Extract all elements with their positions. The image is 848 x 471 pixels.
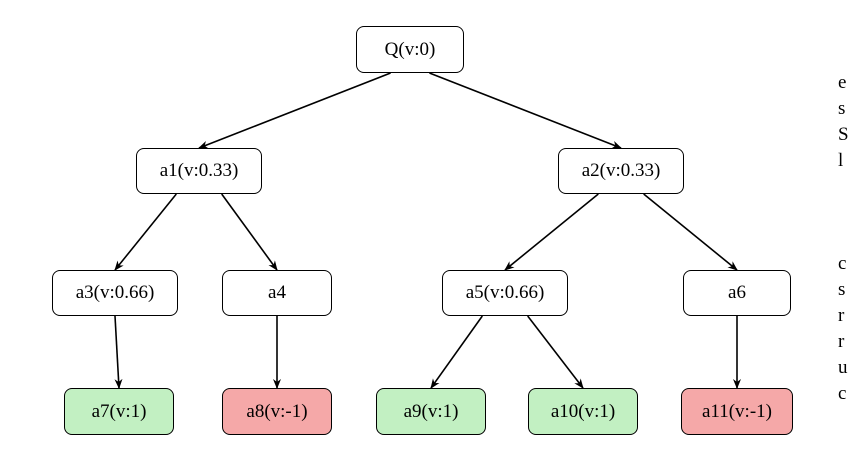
node-a10: a10(v:1): [528, 388, 638, 435]
edge-a5-a9: [430, 315, 483, 389]
margin-letter: c: [838, 383, 847, 404]
node-a7: a7(v:1): [64, 388, 174, 435]
node-a1: a1(v:0.33): [136, 148, 262, 194]
edge-a1-a3: [114, 193, 177, 271]
node-a6: a6: [683, 270, 791, 316]
node-a9: a9(v:1): [376, 388, 486, 435]
node-a2: a2(v:0.33): [558, 148, 684, 194]
margin-letter: u: [838, 357, 848, 378]
margin-letter: r: [838, 305, 845, 326]
edges-layer: [114, 72, 741, 389]
margin-letter: c: [838, 253, 847, 274]
margin-letter: S: [838, 124, 848, 145]
edge-a1-a4: [221, 193, 278, 271]
margin-letter: e: [838, 72, 847, 93]
margin-letter: r: [838, 331, 845, 352]
edge-a2-a6: [643, 193, 738, 271]
edge-a3-a7: [114, 315, 123, 389]
edge-Q-a1: [198, 72, 391, 149]
node-a3: a3(v:0.66): [52, 270, 178, 316]
margin-letter: l: [838, 150, 844, 171]
margin-letter: s: [838, 98, 846, 119]
node-a4: a4: [222, 270, 332, 316]
edge-a2-a5: [504, 193, 599, 271]
node-a8: a8(v:-1): [222, 388, 332, 435]
margin-letter: s: [838, 279, 846, 300]
edge-a5-a10: [527, 315, 584, 389]
node-a11: a11(v:-1): [681, 388, 793, 435]
node-a5: a5(v:0.66): [442, 270, 568, 316]
node-Q: Q(v:0): [356, 26, 464, 73]
edge-Q-a2: [429, 72, 622, 149]
